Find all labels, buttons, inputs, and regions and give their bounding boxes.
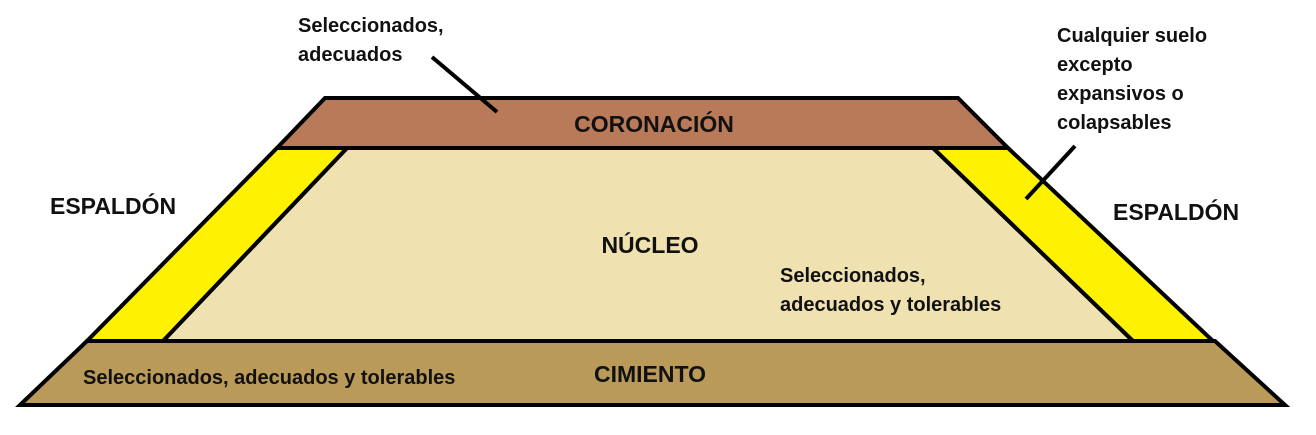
nucleo-label: NÚCLEO bbox=[601, 231, 698, 258]
coronacion-leader-line bbox=[430, 55, 499, 114]
espaldon-note-line: expansivos o bbox=[1057, 83, 1184, 105]
espaldon-note-line: colapsables bbox=[1057, 112, 1172, 134]
cimiento-note: Seleccionados, adecuados y tolerables bbox=[83, 367, 455, 389]
coronacion-note-line: adecuados bbox=[298, 44, 402, 66]
coronacion-label: CORONACIÓN bbox=[574, 110, 734, 137]
nucleo-note-line: Seleccionados, bbox=[780, 265, 926, 287]
cimiento-label: CIMIENTO bbox=[594, 361, 706, 387]
coronacion-note-line: Seleccionados, bbox=[298, 15, 444, 37]
espaldon-leader-line bbox=[1024, 144, 1077, 201]
espaldon-left-label: ESPALDÓN bbox=[50, 192, 176, 219]
coronacion-zone bbox=[272, 96, 1013, 150]
espaldon-note-line: Cualquier suelo bbox=[1057, 25, 1207, 47]
espaldon-note-line: excepto bbox=[1057, 54, 1133, 76]
espaldon-right-label: ESPALDÓN bbox=[1113, 198, 1239, 225]
nucleo-note-line: adecuados y tolerables bbox=[780, 294, 1001, 316]
